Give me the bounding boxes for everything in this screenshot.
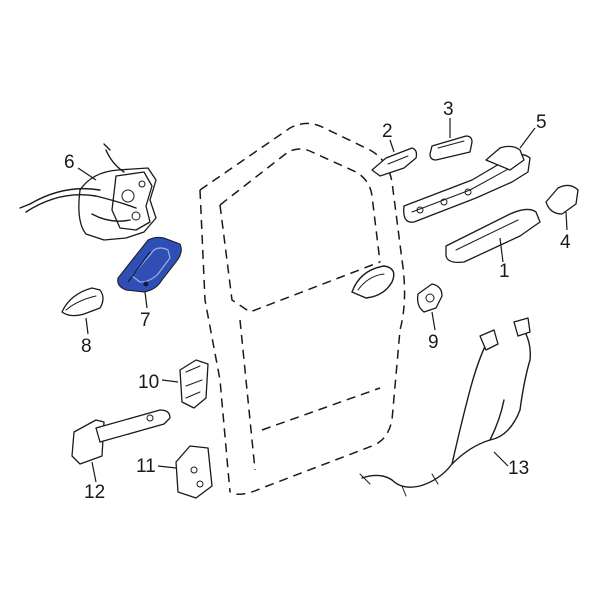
escutcheon-part xyxy=(371,147,418,177)
callout-13: 13 xyxy=(508,458,529,479)
callout-1: 1 xyxy=(499,261,510,282)
upper-hinge-part xyxy=(179,359,209,409)
striker-part xyxy=(416,283,443,313)
callout-9: 9 xyxy=(428,332,439,353)
callout-4: 4 xyxy=(560,232,571,253)
lower-hinge-part xyxy=(175,445,213,499)
callout-2: 2 xyxy=(382,121,393,142)
callout-labels: 1 2 3 4 5 6 7 8 9 10 11 12 13 xyxy=(64,99,571,503)
end-cap-part xyxy=(545,184,579,215)
callout-8: 8 xyxy=(81,336,92,357)
callout-12: 12 xyxy=(84,482,105,503)
callout-5: 5 xyxy=(536,112,547,133)
callout-11: 11 xyxy=(136,456,156,477)
lock-actuator-part xyxy=(19,143,157,241)
callout-10: 10 xyxy=(138,372,159,393)
cable-assembly-part xyxy=(359,317,531,497)
gasket-part xyxy=(429,135,473,161)
callout-3: 3 xyxy=(443,99,454,120)
outside-handle-part xyxy=(445,208,541,264)
handle-cap-part xyxy=(61,287,104,317)
leader-lines xyxy=(77,118,568,483)
inside-handle-part xyxy=(117,236,182,293)
callout-7: 7 xyxy=(140,310,151,331)
door-shell xyxy=(199,122,406,495)
door-check-part xyxy=(71,409,171,465)
handle-bracket-part xyxy=(403,145,531,223)
callout-6: 6 xyxy=(64,152,75,173)
highlighted-handle-shape xyxy=(117,236,182,293)
